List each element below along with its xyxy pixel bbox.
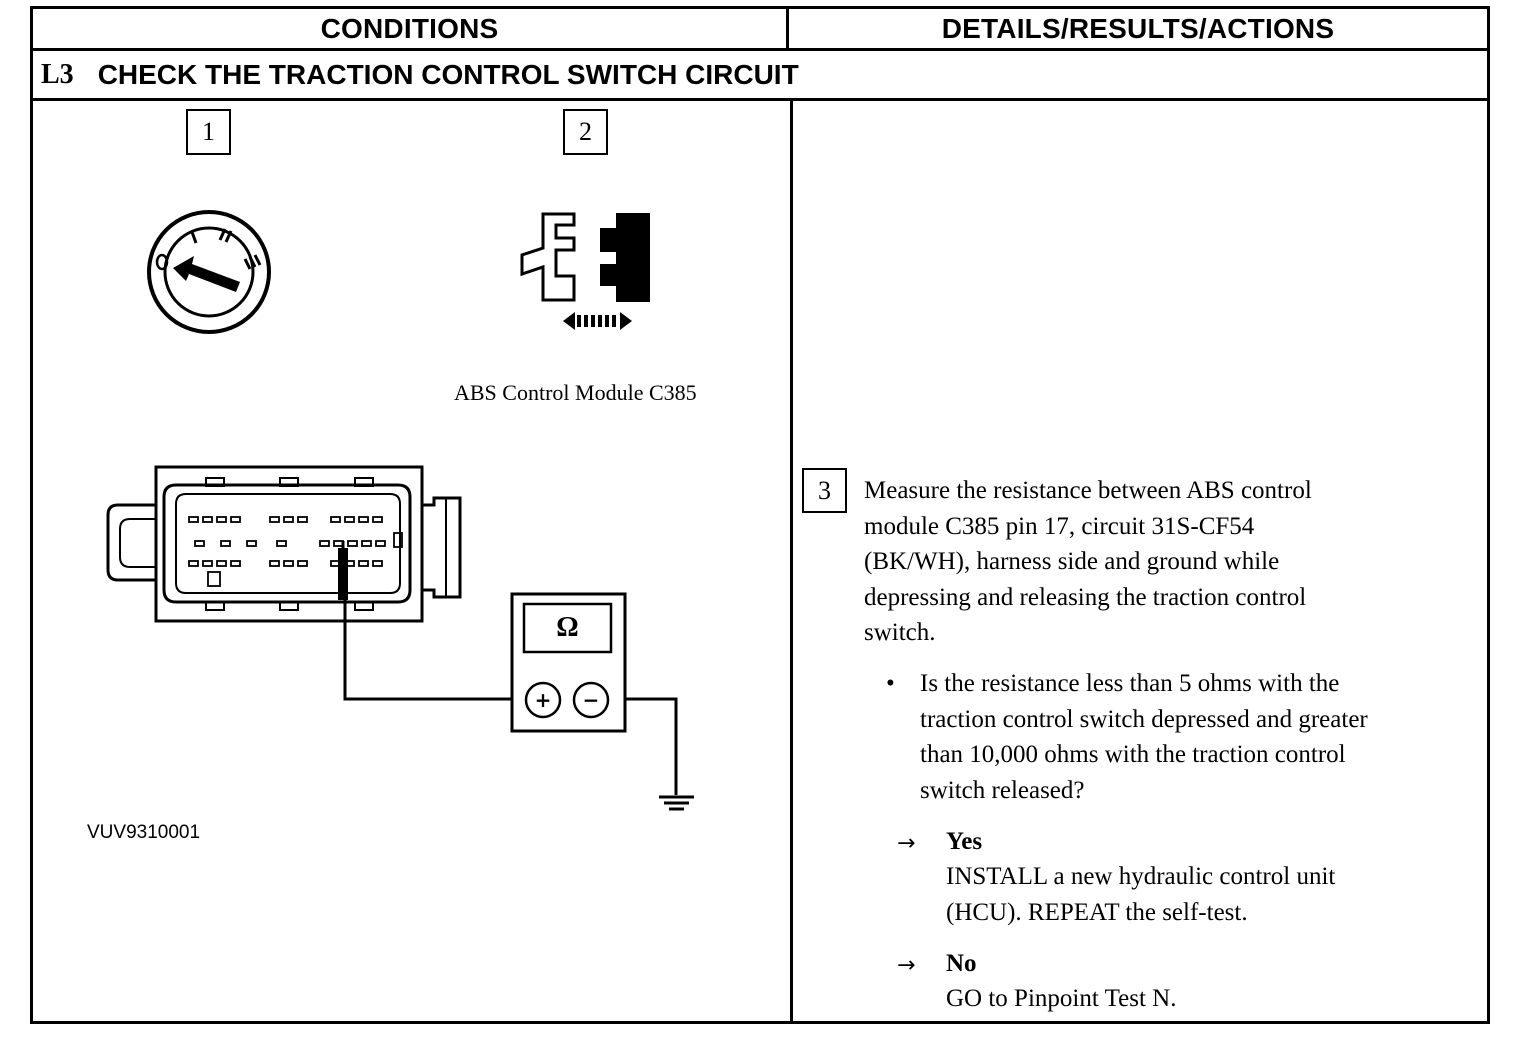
no-label: No bbox=[946, 950, 977, 977]
step-number: L3 bbox=[41, 58, 74, 90]
figure-id: VUV9310001 bbox=[87, 822, 201, 843]
callout-1: 1 bbox=[186, 109, 231, 155]
question-line: than 10,000 ohms with the traction contr… bbox=[920, 741, 1346, 768]
procedure-table: CONDITIONS DETAILS/RESULTS/ACTIONS L3 CH… bbox=[30, 6, 1490, 1024]
yes-action: INSTALL a new hydraulic control unit (HC… bbox=[946, 859, 1335, 930]
instruction-line: module C385 pin 17, circuit 31S-CF54 bbox=[864, 512, 1255, 540]
ground-icon bbox=[659, 795, 694, 811]
yes-arrow-icon: → bbox=[897, 831, 916, 856]
yes-action-line: (HCU). REPEAT the self-test. bbox=[946, 898, 1248, 926]
instruction-line: depressing and releasing the traction co… bbox=[864, 583, 1307, 611]
ohmmeter bbox=[510, 592, 627, 733]
callout-2: 2 bbox=[563, 109, 608, 155]
question-line: traction control switch depressed and gr… bbox=[920, 705, 1368, 733]
step-row: L3 CHECK THE TRACTION CONTROL SWITCH CIR… bbox=[33, 51, 1487, 101]
positive-terminal: + bbox=[534, 688, 552, 712]
no-arrow-icon: → bbox=[897, 953, 916, 978]
instruction-line: Measure the resistance between ABS contr… bbox=[864, 477, 1312, 504]
connector-disconnect-icon bbox=[520, 212, 650, 330]
question-text: Is the resistance less than 5 ohms with … bbox=[920, 666, 1368, 808]
details-header: DETAILS/RESULTS/ACTIONS bbox=[941, 12, 1335, 44]
instruction-line: switch. bbox=[864, 619, 936, 646]
test-leads bbox=[343, 600, 678, 795]
ignition-switch-icon bbox=[147, 210, 271, 334]
no-action-line: GO to Pinpoint Test N. bbox=[946, 985, 1177, 1012]
callout-3: 3 bbox=[802, 468, 847, 513]
instruction-text: Measure the resistance between ABS contr… bbox=[864, 473, 1312, 651]
step-title: CHECK THE TRACTION CONTROL SWITCH CIRCUI… bbox=[97, 58, 799, 90]
negative-terminal: − bbox=[582, 688, 600, 712]
no-action: GO to Pinpoint Test N. bbox=[946, 981, 1176, 1017]
question-line: switch released? bbox=[920, 776, 1085, 804]
instruction-line: (BK/WH), harness side and ground while bbox=[864, 548, 1280, 575]
question-line: Is the resistance less than 5 ohms with … bbox=[920, 670, 1340, 697]
abs-connector-c385 bbox=[106, 465, 462, 623]
yes-label: Yes bbox=[946, 828, 983, 855]
column-divider bbox=[790, 101, 793, 1024]
conditions-header: CONDITIONS bbox=[33, 9, 789, 48]
connector-caption: ABS Control Module C385 bbox=[454, 380, 697, 405]
ohm-symbol: Ω bbox=[556, 612, 579, 643]
yes-action-line: INSTALL a new hydraulic control unit bbox=[946, 863, 1336, 890]
table-header: CONDITIONS DETAILS/RESULTS/ACTIONS bbox=[33, 9, 1487, 51]
bullet-icon: • bbox=[886, 670, 895, 697]
